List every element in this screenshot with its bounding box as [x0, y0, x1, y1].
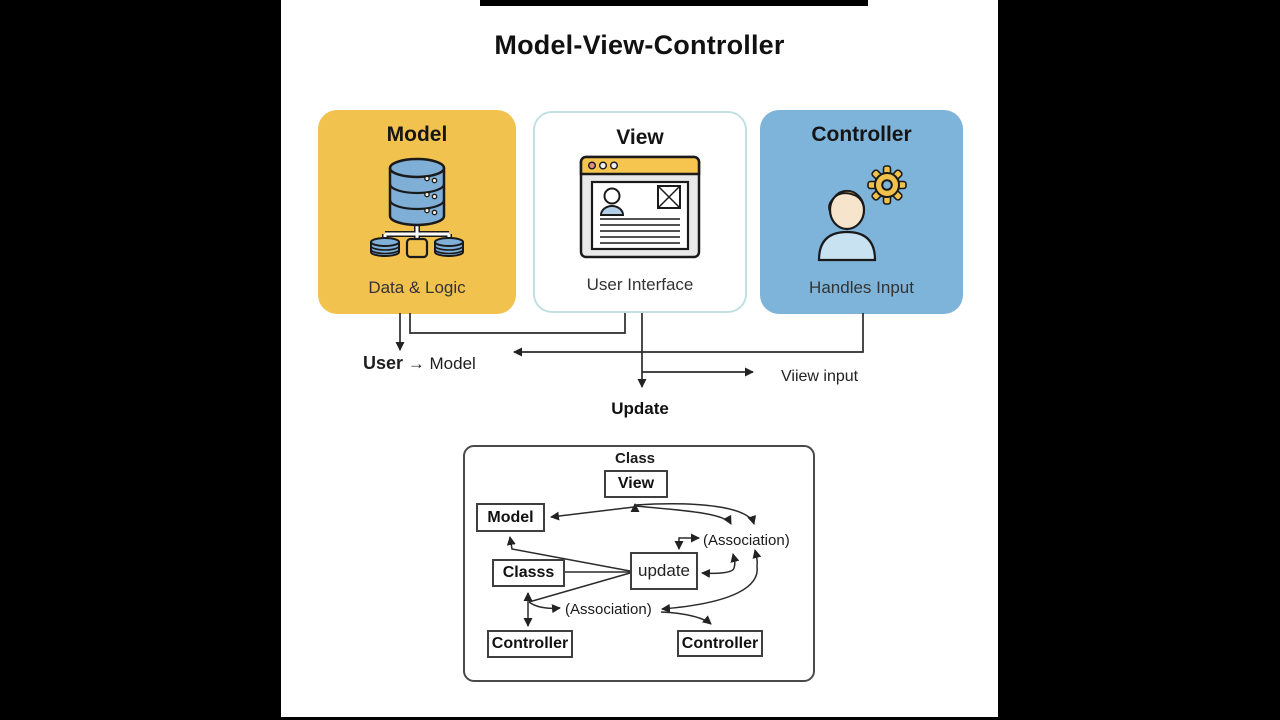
- view-card: View User Interface: [533, 111, 747, 313]
- view-input-label: Viiew input: [781, 368, 859, 385]
- association-top-label: (Association): [703, 532, 790, 549]
- bottom-black-strip: [0, 717, 1280, 720]
- letterbox-right: [998, 0, 1280, 720]
- uml-update-box: update: [630, 552, 698, 590]
- model-card-subtitle: Data & Logic: [368, 278, 466, 297]
- uml-class-caption: Class: [614, 450, 656, 467]
- model-target-label: Model: [429, 354, 476, 373]
- controller-card-title: Controller: [811, 123, 912, 146]
- controller-card-subtitle: Handles Input: [809, 278, 914, 297]
- model-card: Model: [318, 110, 516, 314]
- uml-classs-box: Classs: [492, 559, 565, 587]
- person-gear-icon: [760, 162, 963, 269]
- database-icon: [318, 156, 516, 265]
- uml-view-box: View: [604, 470, 668, 498]
- user-to-model-label: User → Model: [363, 353, 476, 374]
- user-label: User: [363, 353, 404, 373]
- uml-controller-right-box: Controller: [677, 630, 763, 657]
- browser-icon: [535, 155, 745, 265]
- uml-model-box: Model: [476, 503, 545, 532]
- top-black-strip: [480, 0, 868, 6]
- model-card-title: Model: [386, 123, 448, 146]
- view-card-subtitle: User Interface: [586, 275, 694, 294]
- association-bottom-label: (Association): [565, 601, 652, 618]
- controller-card: Controller: [760, 110, 963, 314]
- right-arrow-glyph: →: [407, 354, 425, 373]
- view-card-title: View: [616, 126, 664, 149]
- uml-controller-left-box: Controller: [487, 630, 573, 658]
- letterbox-left: [0, 0, 281, 720]
- page-title: Model-View-Controller: [494, 30, 785, 60]
- update-label: Update: [611, 399, 669, 418]
